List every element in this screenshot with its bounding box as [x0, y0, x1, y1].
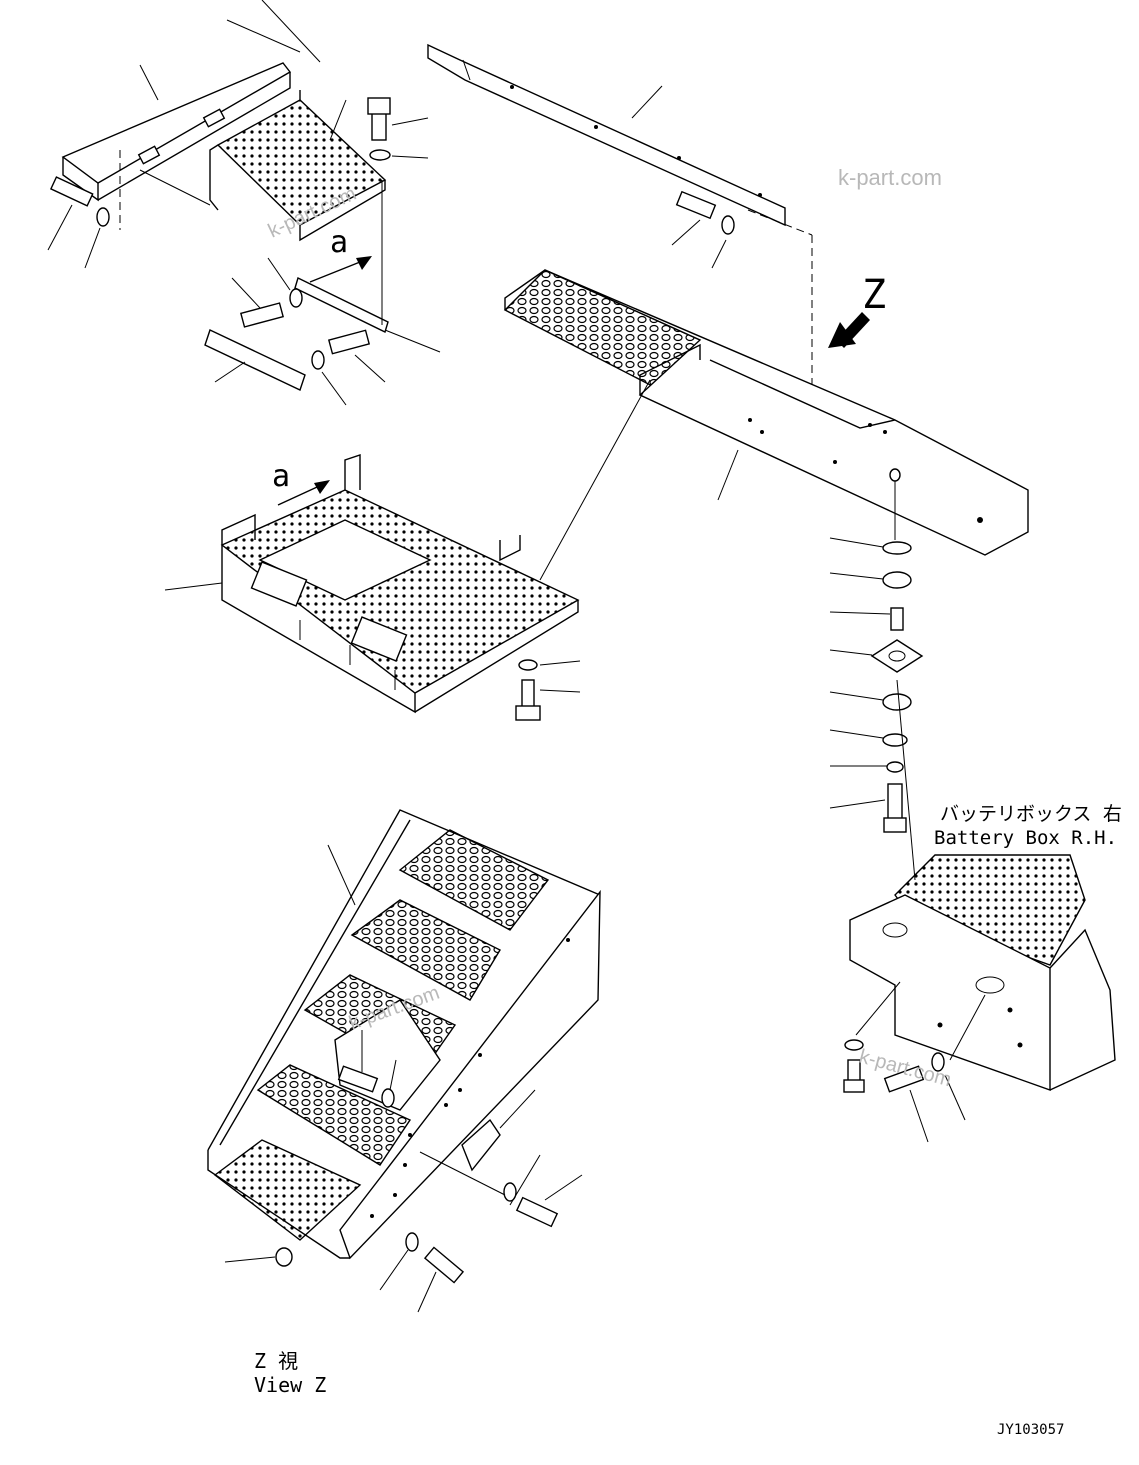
view-arrow-a-top: a — [309, 225, 372, 283]
view-z-label-en: View Z — [254, 1373, 326, 1397]
view-letter-a-mid: a — [272, 459, 290, 494]
view-arrow-z: Z — [828, 272, 886, 348]
battery-box-label-jp: バッテリボックス 右 — [940, 803, 1122, 825]
platform-assembly: a — [164, 454, 581, 721]
battery-box-label-en: Battery Box R.H. — [934, 827, 1117, 849]
stairway-view-z: Z 視 View Z — [207, 809, 601, 1397]
top-cover-assembly — [47, 0, 429, 269]
battery-box-rh: バッテリボックス 右 Battery Box R.H. — [843, 803, 1122, 1143]
view-z-label-jp: Z 視 — [254, 1349, 298, 1373]
bracket-bar-assembly — [204, 180, 441, 406]
view-z-letter: Z — [862, 272, 886, 318]
view-letter-a-top: a — [330, 225, 348, 260]
mount-stack — [829, 468, 924, 881]
watermark: k-part.com — [838, 165, 942, 190]
walkway-assembly — [503, 269, 1029, 581]
drawing-number: JY103057 — [997, 1422, 1064, 1438]
